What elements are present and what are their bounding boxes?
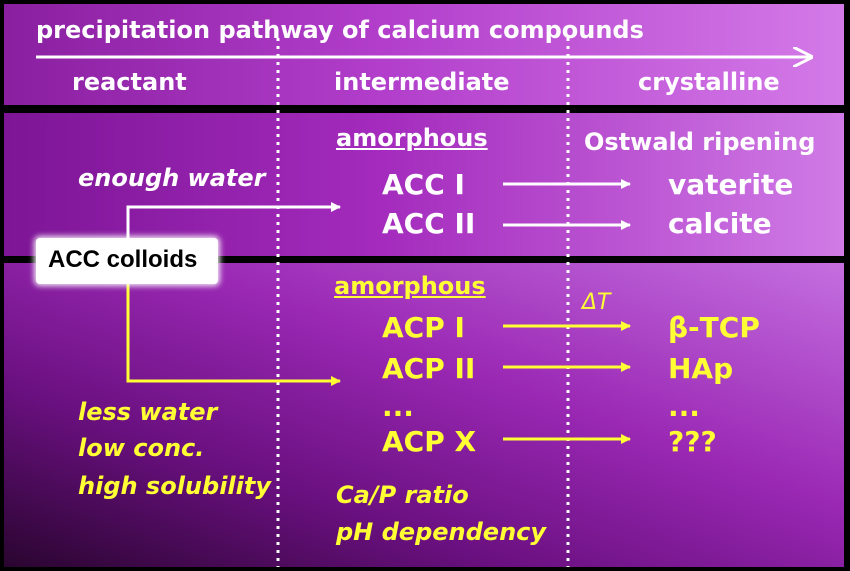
acc-colloids-label: ACC colloids bbox=[48, 246, 198, 273]
acp1-label: ACP I bbox=[382, 311, 465, 344]
btcp-label: β-TCP bbox=[668, 311, 760, 344]
calcium-phosphate-panel bbox=[4, 263, 844, 567]
colloid-to-acp-arrow bbox=[126, 284, 341, 386]
acc-colloids-box: ACC colloids bbox=[36, 238, 218, 284]
vaterite-label: vaterite bbox=[668, 168, 794, 201]
calcium-carbonate-panel bbox=[4, 113, 844, 256]
header-panel bbox=[4, 4, 844, 105]
acpx-label: ACP X bbox=[382, 425, 477, 458]
amorphous-label-phosphate: amorphous bbox=[334, 272, 486, 300]
calcite-label: calcite bbox=[668, 207, 772, 240]
ca-p-ratio-label: Ca/P ratio bbox=[336, 481, 469, 509]
unknown-product-label: ??? bbox=[668, 425, 717, 458]
enough-water-label: enough water bbox=[78, 164, 266, 192]
acp2-label: ACP II bbox=[382, 352, 476, 385]
delta-t-label: ΔT bbox=[582, 290, 611, 315]
colloid-to-acc-arrow bbox=[126, 202, 341, 238]
amorphous-label-carbonate: amorphous bbox=[336, 124, 488, 152]
acc1-label: ACC I bbox=[382, 168, 465, 201]
column-label-intermediate: intermediate bbox=[334, 68, 510, 96]
diagram-title: precipitation pathway of calcium compoun… bbox=[36, 16, 644, 44]
ostwald-ripening-label: Ostwald ripening bbox=[584, 128, 816, 156]
ph-dependency-label: pH dependency bbox=[336, 518, 547, 546]
product-ellipsis-label: ... bbox=[668, 390, 700, 423]
less-water-label: less water bbox=[78, 398, 218, 426]
column-label-reactant: reactant bbox=[72, 68, 187, 96]
hap-label: HAp bbox=[668, 352, 734, 385]
high-solubility-label: high solubility bbox=[78, 472, 271, 500]
acp-ellipsis-label: ... bbox=[382, 390, 414, 423]
acc2-label: ACC II bbox=[382, 207, 476, 240]
low-conc-label: low conc. bbox=[78, 434, 205, 462]
column-label-crystalline: crystalline bbox=[638, 68, 780, 96]
